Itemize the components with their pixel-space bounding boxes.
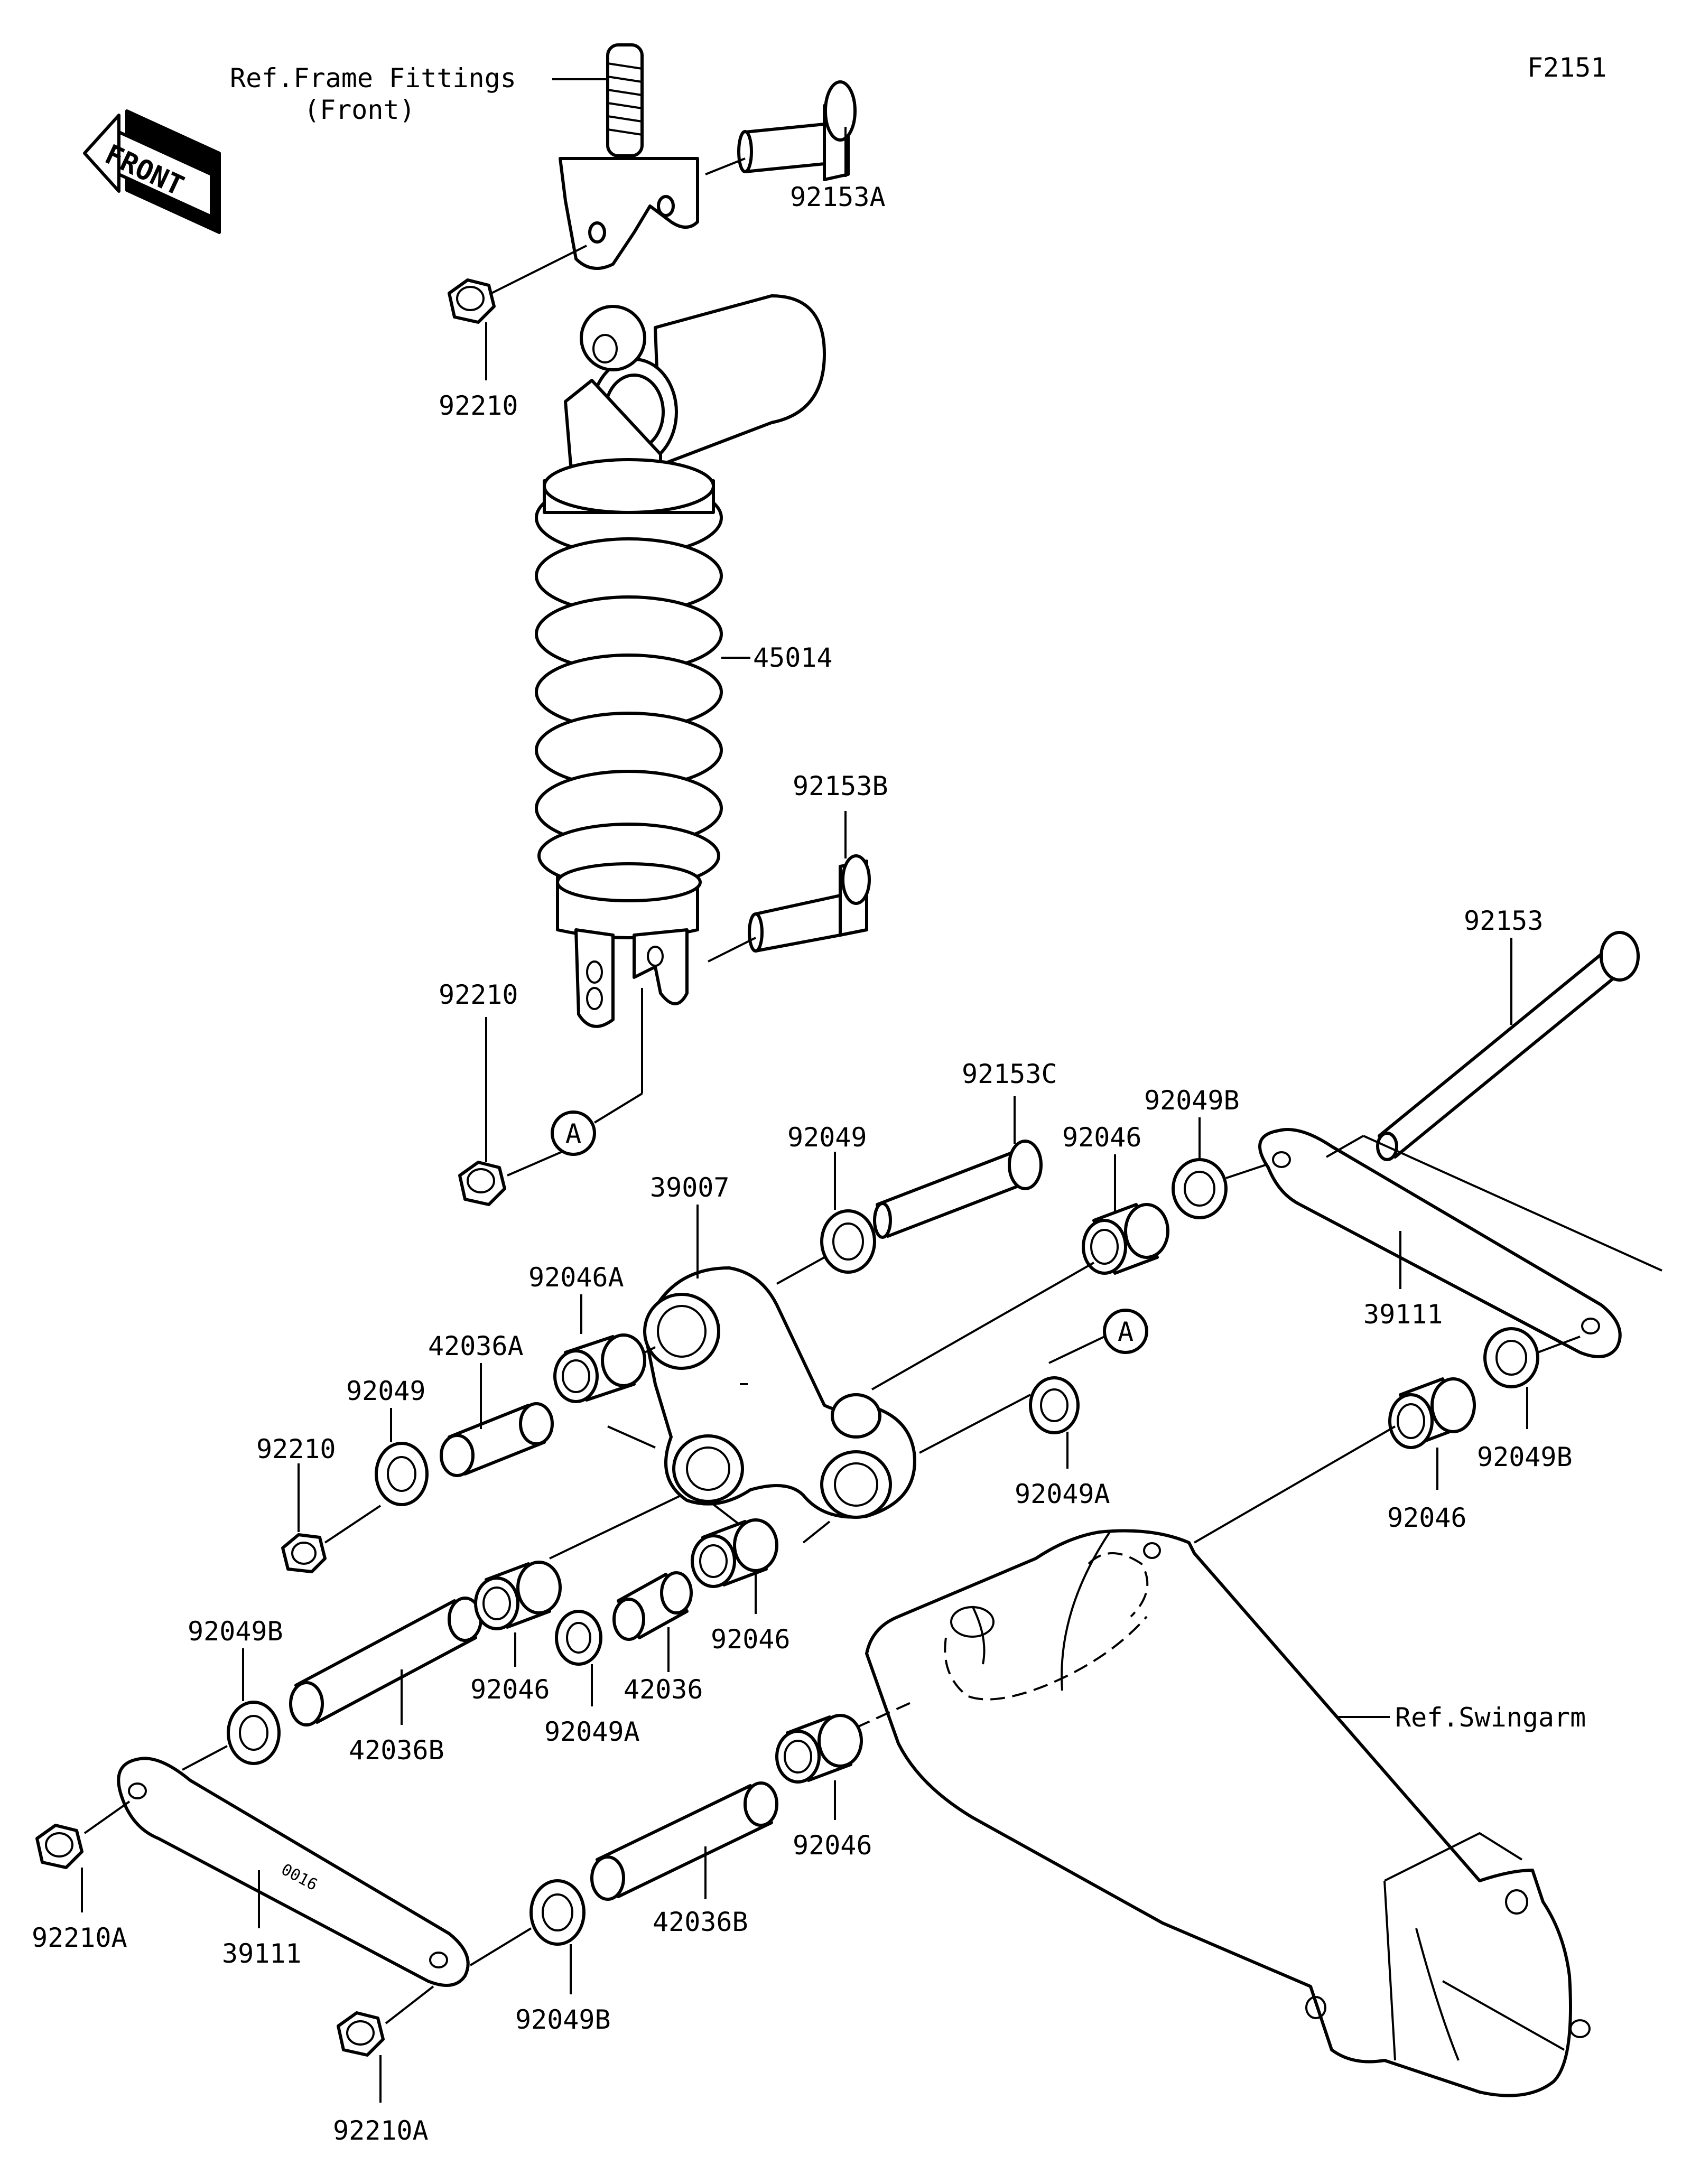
label-92046-a: 92046 [470, 1674, 550, 1705]
swingarm-reference [865, 1529, 1591, 2097]
nut-92210a-left [35, 1824, 83, 1869]
sleeve-42036b-bottom [590, 1781, 778, 1901]
label-92046-c: 92046 [793, 1830, 872, 1861]
ref-swingarm-label: Ref.Swingarm [1395, 1702, 1586, 1733]
label-92153c: 92153C [962, 1059, 1057, 1089]
label-92153b: 92153B [793, 771, 888, 801]
label-92153: 92153 [1464, 906, 1544, 936]
link-39111-left: 0016 [117, 1757, 470, 1987]
washer-92049-center [820, 1209, 876, 1274]
frame-fitting-bracket [559, 43, 699, 270]
label-92046a: 92046A [528, 1262, 624, 1293]
nut-92210-mid [458, 1161, 506, 1206]
bolt-92153 [1376, 931, 1640, 1161]
bearing-92046-c [775, 1714, 863, 1784]
bolt-92153a [737, 80, 857, 181]
label-92046-right: 92046 [1387, 1502, 1467, 1533]
rocker-39007 [643, 1266, 916, 1519]
label-39111-left: 39111 [222, 1938, 302, 1969]
label-39007: 39007 [650, 1172, 730, 1203]
diagram-id: F2151 [1527, 52, 1607, 83]
label-92046-b: 92046 [711, 1624, 791, 1655]
label-92049b-left: 92049B [188, 1616, 283, 1647]
shock-absorber-45014 [535, 294, 826, 1028]
label-92049-left: 92049 [346, 1376, 426, 1406]
label-39111-right: 39111 [1363, 1299, 1443, 1330]
bearing-92046-right [1388, 1377, 1476, 1449]
label-92210-left: 92210 [256, 1434, 336, 1464]
callout-a-center: A [1118, 1317, 1133, 1347]
sleeve-42036b-left [289, 1597, 482, 1726]
label-42036a: 42036A [428, 1331, 524, 1361]
bearing-92046-top [1082, 1203, 1169, 1275]
bolt-92153c [873, 1140, 1043, 1239]
label-42036: 42036 [624, 1674, 703, 1705]
label-92046-top: 92046 [1062, 1122, 1142, 1153]
label-92049b-right-top: 92049B [1144, 1085, 1240, 1116]
label-45014: 45014 [753, 642, 833, 673]
collar-42036 [612, 1571, 693, 1641]
label-92049b-right-low: 92049B [1477, 1442, 1573, 1472]
bolt-92153b [748, 854, 871, 953]
nut-92210-left [281, 1533, 327, 1573]
nut-92210-top [448, 278, 496, 324]
washer-92049b-bottom [529, 1879, 586, 1946]
washer-92049a-right [1029, 1376, 1080, 1434]
washer-92049b-left [227, 1701, 281, 1765]
bearing-92046-b [691, 1518, 778, 1588]
label-42036b-bottom: 42036B [653, 1907, 748, 1937]
label-92153a: 92153A [790, 182, 886, 212]
nut-92210a-bottom [337, 2011, 385, 2057]
washer-92049-left [375, 1442, 429, 1506]
bearing-92046a [553, 1333, 646, 1403]
washer-92049a-center [555, 1610, 602, 1666]
label-92049a-right: 92049A [1015, 1479, 1110, 1509]
link-39111-right [1258, 1128, 1622, 1358]
label-92210a-bottom: 92210A [333, 2115, 429, 2146]
sleeve-42036a [440, 1402, 554, 1477]
label-92210-mid: 92210 [439, 979, 518, 1010]
label-92049-center: 92049 [787, 1122, 867, 1153]
callout-a-shock: A [565, 1118, 581, 1149]
bearing-92046-a [474, 1561, 562, 1630]
label-92049b-bottom: 92049B [515, 2004, 611, 2035]
ref-frame-fittings-sub-label: (Front) [304, 95, 415, 125]
washer-92049b-right-low [1483, 1327, 1539, 1388]
front-direction-arrow: FRONT [83, 109, 221, 234]
label-42036b-left: 42036B [349, 1735, 444, 1766]
label-92049a-center: 92049A [544, 1716, 640, 1747]
washer-92049b-right-top [1172, 1158, 1228, 1219]
ref-frame-fittings-label: Ref.Frame Fittings [230, 63, 516, 94]
label-92210a-left: 92210A [32, 1922, 127, 1953]
label-92210-top: 92210 [439, 390, 518, 421]
